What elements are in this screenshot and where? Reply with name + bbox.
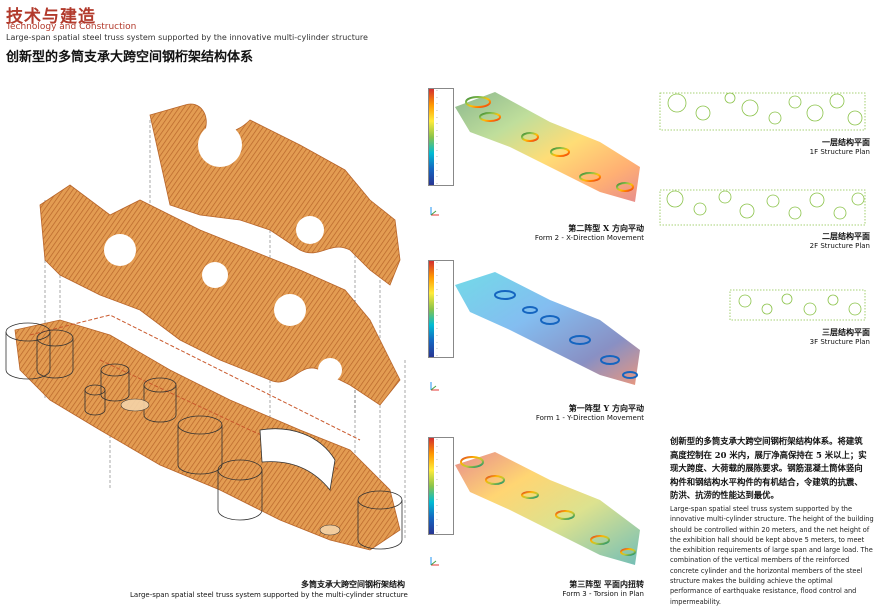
truss-floor-ground: [14, 319, 401, 551]
structure-plan-3f: [729, 289, 866, 321]
roof-void: [198, 123, 242, 167]
plan-label-en: 3F Structure Plan: [809, 338, 870, 346]
fem-model-form1: [455, 272, 640, 385]
structure-plan-2f: [659, 189, 866, 226]
color-legend-form1: ———————————————: [428, 260, 454, 358]
floor-void: [318, 358, 342, 382]
axon-caption-zh: 多筒支承大跨空间钢桁架结构: [301, 579, 405, 589]
floor-void: [104, 234, 136, 266]
axon-caption-en: Large-span spatial steel truss system su…: [130, 591, 408, 599]
plan-label-en: 1F Structure Plan: [809, 148, 870, 156]
cylinder-tops: [120, 398, 341, 536]
color-legend-form2: ———————————————: [428, 88, 454, 186]
section-tagline: Large-span spatial steel truss system su…: [6, 33, 368, 42]
panel-caption-zh: 第三阵型 平面内扭转: [569, 579, 644, 589]
roof-void: [296, 216, 324, 244]
axonometric-structure-drawing: [5, 103, 406, 551]
floor-void: [274, 294, 306, 326]
description-zh: 创新型的多筒支承大跨空间钢桁架结构体系。将建筑高度控制在 20 米内，展厅净高保…: [670, 436, 867, 500]
plan-label-zh: 二层结构平面: [822, 231, 870, 241]
panel-caption-en: Form 1 - Y-Direction Movement: [535, 414, 644, 422]
panel-caption-en: Form 3 - Torsion in Plan: [562, 590, 644, 598]
panel-caption-zh: 第一阵型 Y 方向平动: [568, 403, 644, 413]
curved-wall: [259, 428, 336, 491]
plan-label-zh: 一层结构平面: [822, 137, 870, 147]
plan-label-en: 2F Structure Plan: [809, 242, 870, 250]
section-title-zh: 技术与建造: [6, 7, 96, 27]
fem-model-form3: [455, 452, 640, 565]
panel-caption-en: Form 2 - X-Direction Movement: [534, 234, 644, 242]
page-heading: 创新型的多筒支承大跨空间钢桁架结构体系: [6, 50, 254, 65]
color-legend-form3: ———————————————: [428, 437, 454, 535]
fem-model-form2: [455, 92, 640, 202]
axis-triad-icon: [430, 382, 439, 391]
plan-label-zh: 三层结构平面: [822, 327, 870, 337]
structure-plan-1f: [659, 92, 866, 131]
floor-void: [202, 262, 228, 288]
description-en: Large-span spatial steel truss system su…: [670, 505, 874, 606]
section-title-en: Technology and Construction: [6, 22, 137, 32]
axis-triad-icon: [430, 207, 439, 216]
concrete-cylinders: [5, 322, 403, 550]
axis-triad-icon: [430, 557, 439, 566]
panel-caption-zh: 第二阵型 X 方向平动: [568, 223, 644, 233]
